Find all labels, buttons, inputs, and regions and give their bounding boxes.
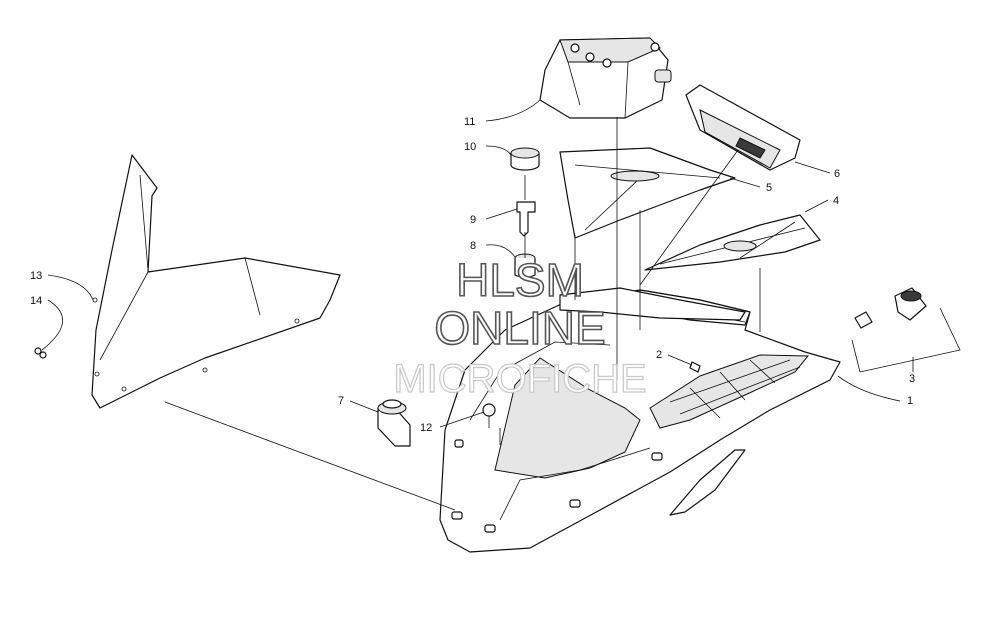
- power-outlet: [377, 399, 411, 447]
- windshield: [91, 154, 341, 409]
- callout-1: 1: [907, 395, 913, 407]
- decal-lower: [644, 214, 821, 271]
- watermark-line-3: MICROFICHE: [393, 357, 646, 401]
- gauge-display: [685, 84, 801, 171]
- ignition-cap: [510, 147, 540, 171]
- leader-lines: [41, 99, 961, 511]
- ignition-switch: [514, 253, 536, 279]
- callout-9: 9: [470, 214, 476, 226]
- outlet-assembly: [854, 287, 927, 329]
- gauge-cover: [539, 37, 672, 119]
- callout-10: 10: [464, 141, 476, 153]
- callout-8: 8: [470, 240, 476, 252]
- watermark: HLSM ONLINE MICROFICHE: [393, 253, 648, 401]
- callout-labels: 1 2 3 4 5 6 7 8 9 10 11 12 13 14: [30, 116, 915, 434]
- callout-14: 14: [30, 295, 42, 307]
- push-rivet: [689, 361, 701, 373]
- callout-6: 6: [834, 168, 840, 180]
- decal-upper: [559, 147, 736, 239]
- callout-12: 12: [420, 422, 432, 434]
- callout-13: 13: [30, 270, 42, 282]
- callout-3: 3: [909, 373, 915, 385]
- callout-2: 2: [656, 349, 662, 361]
- callout-4: 4: [833, 195, 839, 207]
- callout-5: 5: [766, 182, 772, 194]
- callout-7: 7: [338, 395, 344, 407]
- screw-set: [34, 347, 47, 359]
- watermark-line-1: HLSM: [456, 254, 584, 306]
- ignition-key: [516, 201, 536, 237]
- callout-11: 11: [464, 116, 475, 128]
- watermark-line-2: ONLINE: [434, 302, 605, 354]
- screw: [482, 403, 496, 428]
